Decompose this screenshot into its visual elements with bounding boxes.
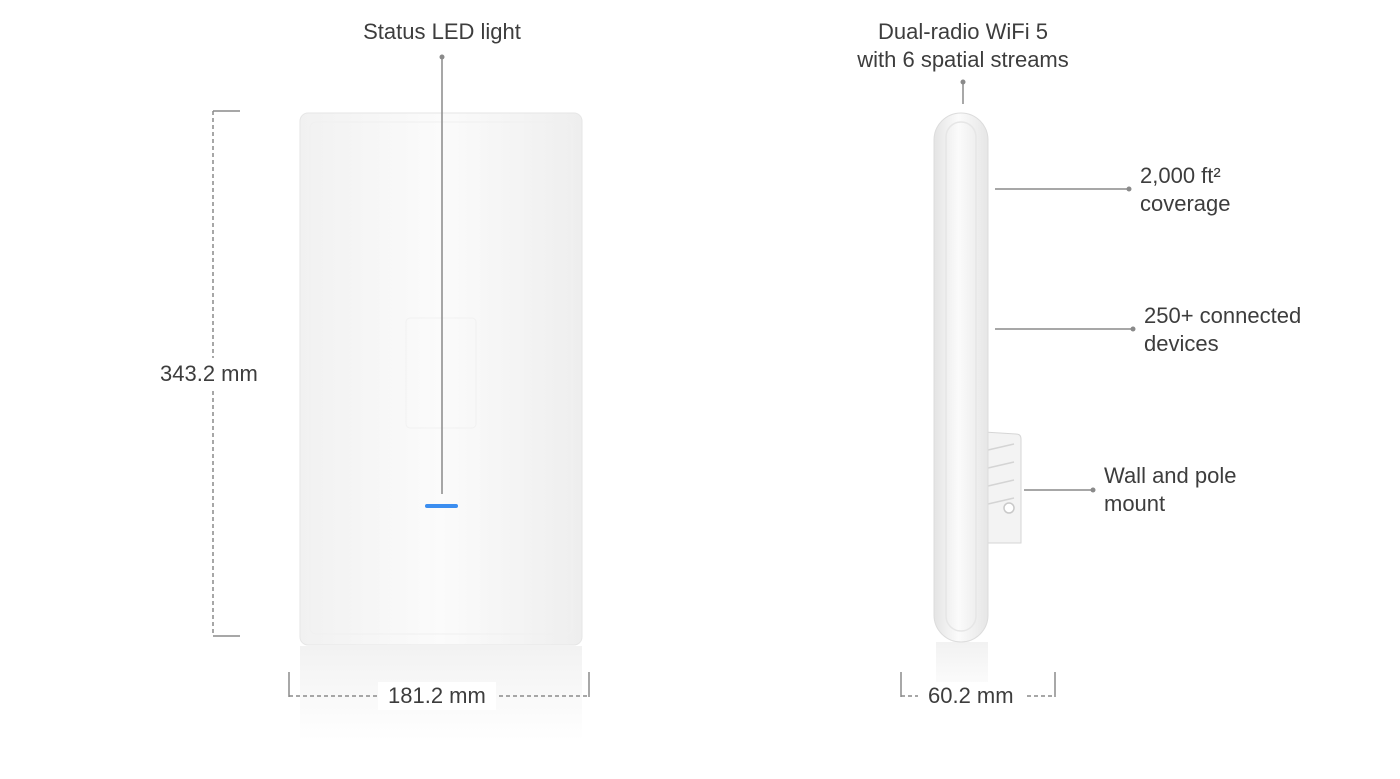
front-body bbox=[299, 112, 583, 646]
mount-label-line1: Wall and pole bbox=[1104, 463, 1237, 488]
side-groove bbox=[945, 121, 977, 632]
height-dimension-label: 343.2 mm bbox=[158, 358, 260, 390]
radio-label: Dual-radio WiFi 5 with 6 spatial streams bbox=[833, 18, 1093, 74]
depth-dimension-label: 60.2 mm bbox=[918, 682, 1024, 710]
side-body bbox=[933, 112, 989, 643]
front-view-device bbox=[299, 112, 583, 741]
side-view-device bbox=[933, 112, 1022, 702]
devices-label-line2: devices bbox=[1144, 331, 1219, 356]
status-led-text: Status LED light bbox=[363, 19, 521, 44]
front-inner-panel bbox=[309, 121, 573, 635]
height-dimension-text: 343.2 mm bbox=[160, 361, 258, 386]
mount-label: Wall and pole mount bbox=[1104, 462, 1236, 518]
status-led bbox=[425, 504, 458, 508]
coverage-leader bbox=[995, 186, 1132, 192]
depth-dimension-text: 60.2 mm bbox=[928, 683, 1014, 708]
mount-label-line2: mount bbox=[1104, 491, 1166, 516]
radio-label-line2: with 6 spatial streams bbox=[857, 47, 1069, 72]
radio-label-line1: Dual-radio WiFi 5 bbox=[878, 19, 1048, 44]
devices-label-line1: 250+ connected bbox=[1144, 303, 1302, 328]
devices-label: 250+ connected devices bbox=[1144, 302, 1301, 358]
mount-leader bbox=[1024, 487, 1096, 493]
mount-bracket bbox=[983, 431, 1022, 544]
status-led-label: Status LED light bbox=[342, 18, 542, 46]
width-dimension-label: 181.2 mm bbox=[378, 682, 496, 710]
status-led-leader bbox=[439, 54, 445, 494]
coverage-label: 2,000 ft² coverage bbox=[1140, 162, 1231, 218]
coverage-label-line1: 2,000 ft² bbox=[1140, 163, 1221, 188]
coverage-label-line2: coverage bbox=[1140, 191, 1231, 216]
devices-leader bbox=[995, 326, 1136, 332]
width-dimension-text: 181.2 mm bbox=[388, 683, 486, 708]
front-logo-recess bbox=[405, 317, 477, 429]
radio-leader bbox=[960, 79, 966, 104]
